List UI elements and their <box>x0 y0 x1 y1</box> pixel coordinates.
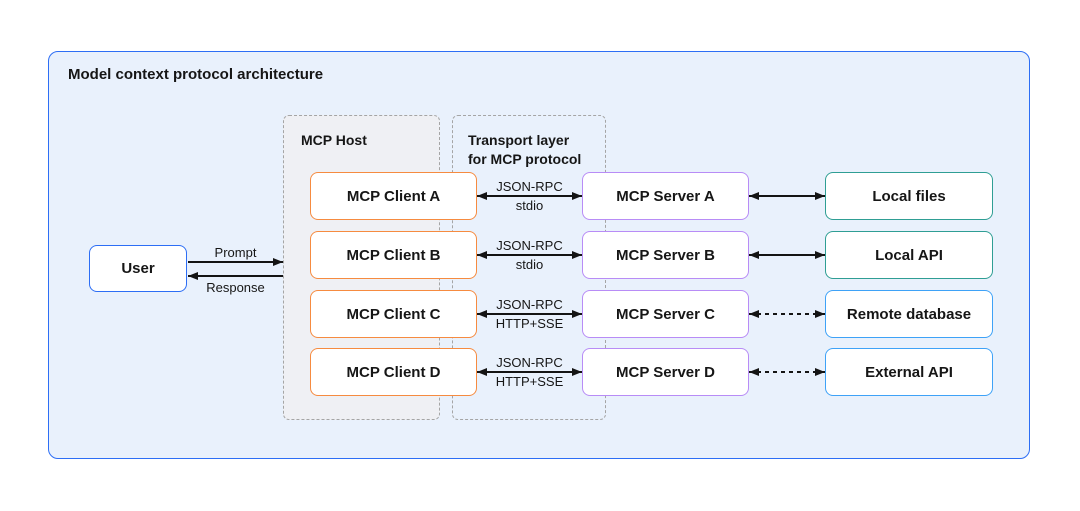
transport-layer-label: Transport layer for MCP protocol <box>468 131 581 169</box>
connector-d-arrow <box>477 371 582 373</box>
mcp-server-d-box: MCP Server D <box>582 348 749 396</box>
connector-d-transport-label: HTTP+SSE <box>495 373 564 389</box>
response-arrow <box>188 275 283 277</box>
mcp-client-a-box: MCP Client A <box>310 172 477 220</box>
prompt-arrow-label: Prompt <box>214 245 257 260</box>
mcp-client-b-box: MCP Client B <box>310 231 477 279</box>
connector-d-protocol-label: JSON-RPC <box>496 355 563 370</box>
mcp-server-b-box: MCP Server B <box>582 231 749 279</box>
client-server-connector-d: JSON-RPC HTTP+SSE <box>477 355 582 389</box>
client-server-connector-c: JSON-RPC HTTP+SSE <box>477 297 582 331</box>
user-box: User <box>89 245 187 292</box>
connector-c-protocol-label: JSON-RPC <box>496 297 563 312</box>
response-arrow-label: Response <box>206 280 265 295</box>
connector-b-protocol-label: JSON-RPC <box>496 238 563 253</box>
server-d-resource-arrow <box>749 371 825 373</box>
transport-layer-label-line2: for MCP protocol <box>468 151 582 167</box>
client-server-connector-a: JSON-RPC stdio <box>477 179 582 213</box>
connector-a-transport-label: stdio <box>515 197 544 213</box>
mcp-server-c-box: MCP Server C <box>582 290 749 338</box>
connector-c-transport-label: HTTP+SSE <box>495 315 564 331</box>
client-server-connector-b: JSON-RPC stdio <box>477 238 582 272</box>
connector-b-arrow <box>477 254 582 256</box>
connector-c-arrow <box>477 313 582 315</box>
server-c-resource-arrow <box>749 313 825 315</box>
mcp-client-d-box: MCP Client D <box>310 348 477 396</box>
external-api-box: External API <box>825 348 993 396</box>
server-b-resource-arrow <box>749 254 825 256</box>
transport-layer-label-line1: Transport layer <box>468 132 570 148</box>
server-a-resource-arrow <box>749 195 825 197</box>
mcp-client-c-box: MCP Client C <box>310 290 477 338</box>
connector-a-arrow <box>477 195 582 197</box>
prompt-arrow <box>188 261 283 263</box>
local-files-box: Local files <box>825 172 993 220</box>
connector-a-protocol-label: JSON-RPC <box>496 179 563 194</box>
connector-b-transport-label: stdio <box>515 256 544 272</box>
local-api-box: Local API <box>825 231 993 279</box>
remote-database-box: Remote database <box>825 290 993 338</box>
mcp-host-label: MCP Host <box>301 132 367 148</box>
diagram-title: Model context protocol architecture <box>68 66 324 83</box>
mcp-server-a-box: MCP Server A <box>582 172 749 220</box>
